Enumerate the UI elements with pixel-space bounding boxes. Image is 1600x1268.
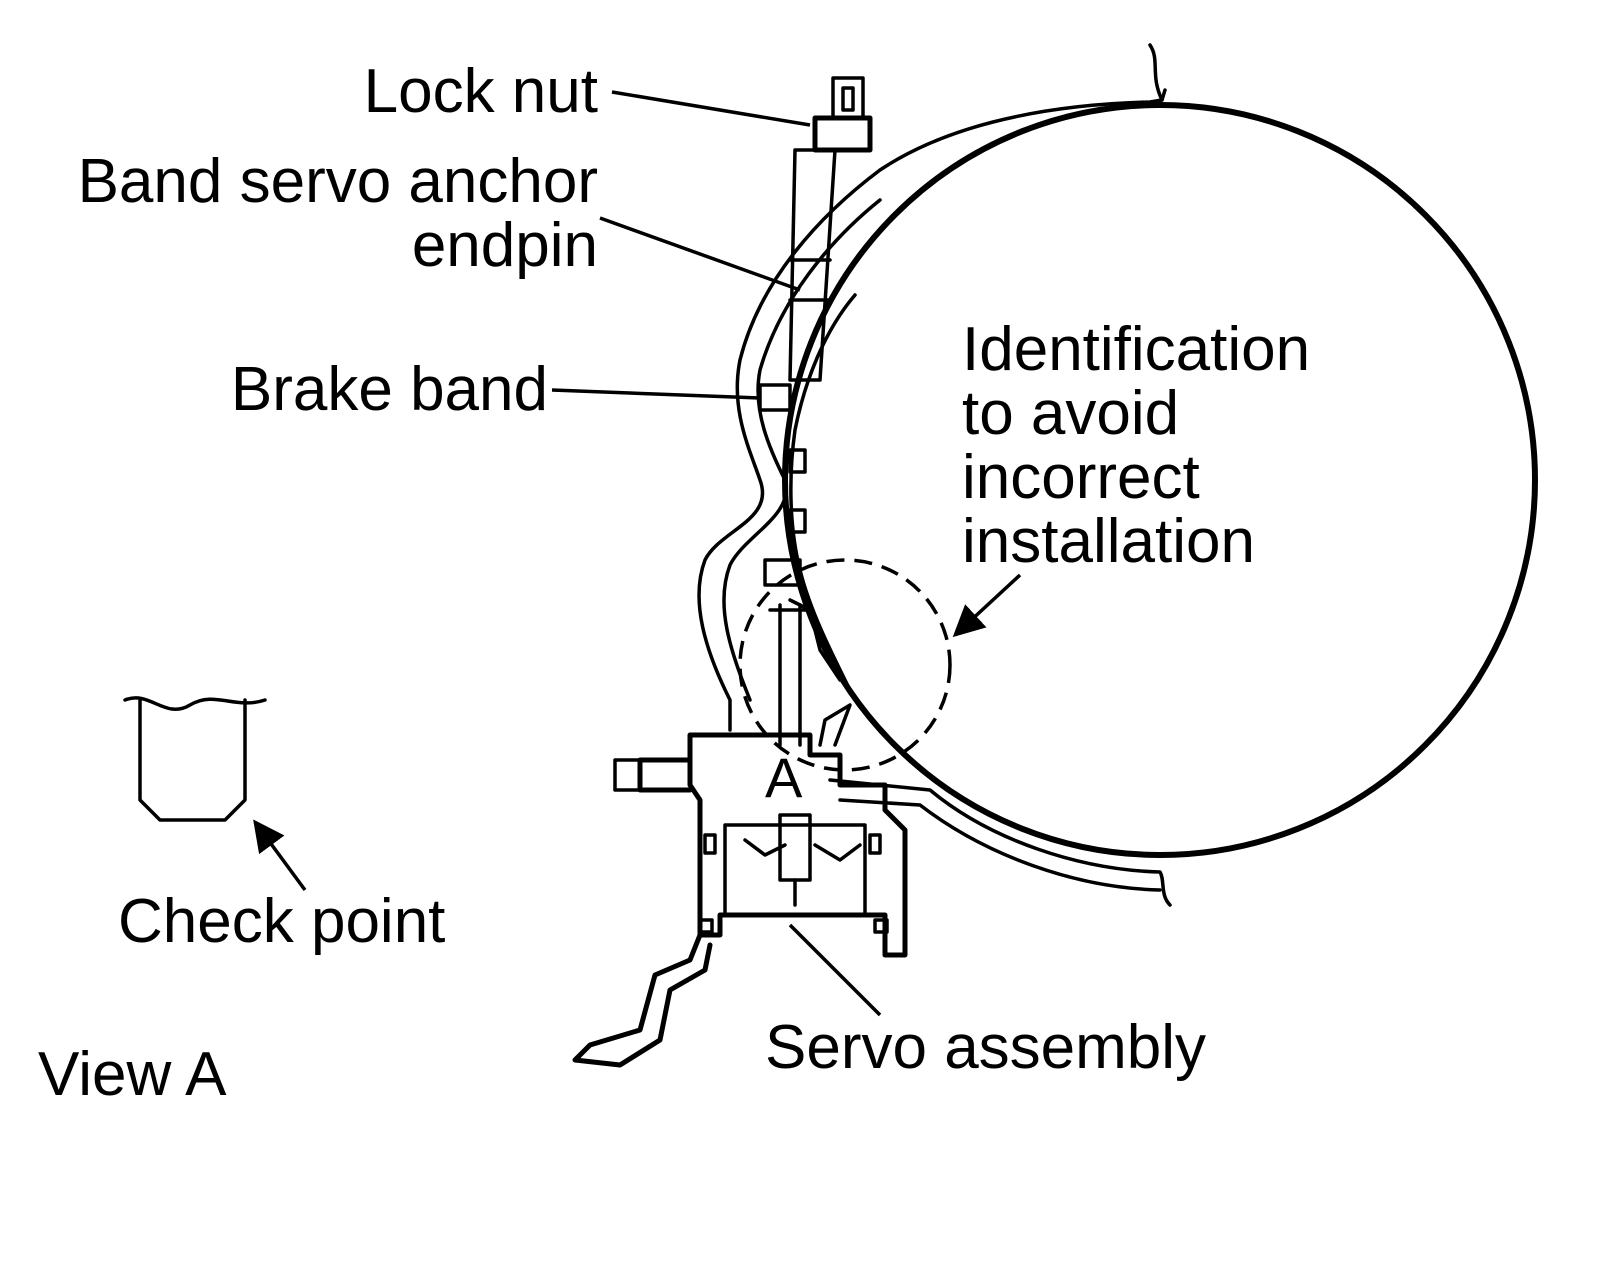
label-identification-line4: installation xyxy=(962,507,1255,576)
identification-arrow xyxy=(952,573,1022,638)
case-outer-wall xyxy=(697,43,1164,732)
label-view-a: View A xyxy=(38,1040,227,1109)
label-identification-line3: incorrect xyxy=(962,443,1200,512)
label-check-point: Check point xyxy=(118,887,445,956)
case-lower-wall-inner xyxy=(838,798,1162,892)
label-view-marker: A xyxy=(765,746,803,809)
label-lock-nut: Lock nut xyxy=(364,57,598,126)
brake-band xyxy=(789,293,857,692)
label-identification-line2: to avoid xyxy=(962,379,1179,448)
lock-nut-leader xyxy=(611,90,811,127)
servo-rod xyxy=(768,603,812,747)
brake-band-leader xyxy=(551,388,761,400)
label-anchor-endpin-line1: Band servo anchor xyxy=(78,147,598,216)
label-anchor-endpin-line2: endpin xyxy=(412,211,598,280)
case-lower-wall xyxy=(828,778,1172,907)
label-identification-line1: Identification xyxy=(962,315,1310,384)
anchor-endpin xyxy=(788,76,873,382)
servo-assembly-leader xyxy=(788,923,882,1017)
check-point-arrow xyxy=(253,819,307,892)
identification-circle xyxy=(738,558,952,772)
anchor-endpin-leader xyxy=(599,216,801,292)
label-servo-assembly: Servo assembly xyxy=(765,1013,1206,1082)
view-a-profile xyxy=(123,696,267,822)
label-brake-band: Brake band xyxy=(231,355,548,424)
servo-assembly-body xyxy=(572,703,908,1068)
